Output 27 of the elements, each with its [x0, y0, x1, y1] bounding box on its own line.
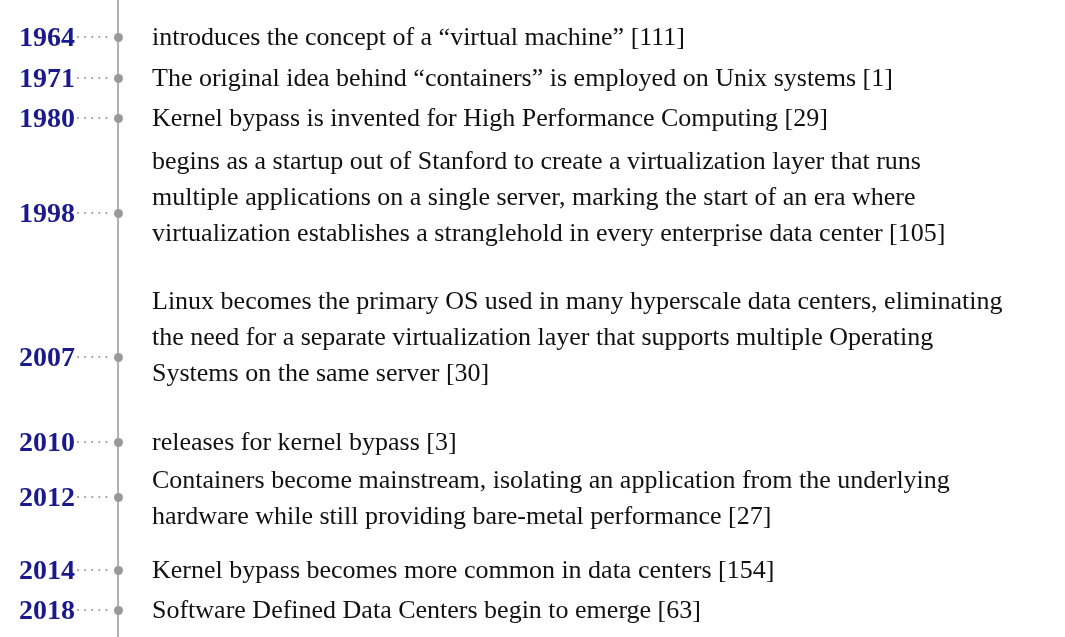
event-description: Kernel bypass is invented for High Performance Computing [29]	[152, 102, 829, 134]
year-label: 2018	[19, 594, 75, 626]
timeline-dot	[113, 352, 123, 362]
timeline-dot	[113, 605, 123, 615]
event-description: releases for kernel bypass [3]	[152, 426, 458, 458]
year-label: 1980	[19, 102, 75, 134]
year-label: 2007	[19, 341, 75, 373]
event-description: Containers become mainstream, isolating an application from the underlying hardware while still providing bare-metal performance [27]	[152, 464, 951, 532]
year-label: 2010	[19, 426, 75, 458]
event-description: Linux becomes the primary OS used in many hyperscale data centers, eliminating the need for a separate virtualization layer that supports multiple Operating Systems on the same server [30]	[152, 285, 1004, 389]
event-description: begins as a startup out of Stanford to create a virtualization layer that runs multiple applications on a single server, marking the start of an era where virtualization establishes a stranglehold in every enterprise data center [105]	[152, 145, 947, 249]
year-label: 2014	[19, 554, 75, 586]
event-description: introduces the concept of a “virtual machine” [111]	[152, 21, 686, 53]
year-label: 2012	[19, 481, 75, 513]
timeline-dot	[113, 113, 123, 123]
timeline-dot	[113, 73, 123, 83]
event-description: The original idea behind “containers” is employed on Unix systems [1]	[152, 62, 894, 94]
event-description: Kernel bypass becomes more common in data centers [154]	[152, 554, 776, 586]
timeline-dot	[113, 208, 123, 218]
timeline-dot	[113, 565, 123, 575]
year-label: 1971	[19, 62, 75, 94]
year-label: 1964	[19, 21, 75, 53]
year-label: 1998	[19, 197, 75, 229]
event-description: Software Defined Data Centers begin to emerge [63]	[152, 594, 702, 626]
timeline-dot	[113, 437, 123, 447]
timeline-dot	[113, 32, 123, 42]
timeline-dot	[113, 492, 123, 502]
